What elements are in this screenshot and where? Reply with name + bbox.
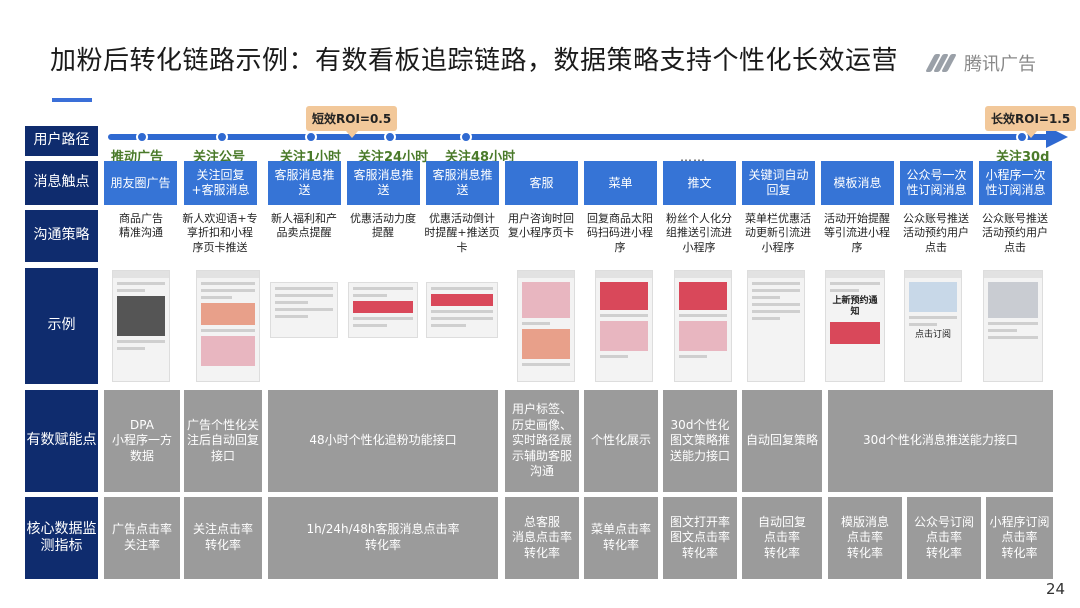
page-title: 加粉后转化链路示例：有数看板追踪链路，数据策略支持个性化长效运营 [50, 46, 899, 76]
row-label-strategy: 沟通策略 [25, 210, 98, 262]
touchpoint-article: 推文 [663, 161, 736, 205]
example-screenshot [747, 270, 805, 382]
metric-cs-push: 1h/24h/48h客服消息点击率 转化率 [268, 497, 498, 579]
example-screenshot [196, 270, 260, 382]
metric-menu: 菜单点击率 转化率 [584, 497, 658, 579]
timeline-arrow [108, 134, 1052, 140]
strategy-text: 回复商品太阳码扫码进小程序 [587, 212, 653, 254]
strategy-text: 用户咨询时回复小程序页卡 [508, 212, 574, 240]
page-number: 24 [1046, 580, 1066, 598]
example-screenshot [426, 282, 498, 338]
timeline-dot [384, 131, 396, 143]
metric-ad: 广告点击率 关注率 [104, 497, 180, 579]
metric-cs: 总客服 消息点击率 转化率 [505, 497, 579, 579]
example-screenshot [348, 282, 418, 338]
metric-article: 图文打开率 图文点击率 转化率 [663, 497, 737, 579]
example-screenshot [270, 282, 338, 338]
short-roi-badge: 短效ROI=0.5 [306, 106, 398, 138]
strategy-text: 活动开始提醒等引流进小程序 [824, 212, 890, 254]
enable-welcome: 广告个性化关注后自动回复接口 [184, 390, 262, 492]
example-screenshot: 上新预约通知 [825, 270, 885, 382]
metric-template: 模版消息 点击率 转化率 [828, 497, 902, 579]
touchpoint-cs-push-48h: 客服消息推送 [426, 161, 499, 205]
touchpoint-cs: 客服 [505, 161, 578, 205]
enable-menu: 个性化展示 [584, 390, 658, 492]
strategy-text: 公众账号推送活动预约用户点击 [903, 212, 969, 254]
example-screenshot: 点击订阅 [904, 270, 962, 382]
metric-follow: 关注点击率 转化率 [184, 497, 262, 579]
touchpoint-moments-ad: 朋友圈广告 [104, 161, 177, 205]
enable-dpa: DPA 小程序一方数据 [104, 390, 180, 492]
row-label-example: 示例 [25, 268, 98, 384]
tencent-ads-logo-icon [925, 52, 957, 74]
stage-ellipsis: …… [680, 150, 706, 164]
timeline-dot [216, 131, 228, 143]
metric-oa-subscribe: 公众号订阅 点击率 转化率 [907, 497, 981, 579]
strategy-text: 新人福利和产品卖点提醒 [271, 212, 337, 240]
notice-title: 上新预约通知 [832, 296, 878, 317]
touchpoint-cs-push-24h: 客服消息推送 [347, 161, 420, 205]
strategy-text: 菜单栏优惠活动更新引流进小程序 [745, 212, 811, 254]
touchpoint-template: 模板消息 [821, 161, 894, 205]
enable-48h: 48小时个性化追粉功能接口 [268, 390, 498, 492]
metric-mini-subscribe: 小程序订阅 点击率 转化率 [986, 497, 1053, 579]
strategy-text: 公众账号推送活动预约用户点击 [982, 212, 1048, 254]
enable-auto: 自动回复策略 [742, 390, 822, 492]
strategy-text: 优惠活动力度提醒 [350, 212, 416, 240]
row-label-enable: 有数赋能点 [25, 390, 98, 492]
touchpoint-keyword-reply: 关键词自动回复 [742, 161, 815, 205]
example-screenshot [983, 270, 1043, 382]
long-roi-badge: 长效ROI=1.5 [985, 106, 1077, 138]
touchpoint-menu: 菜单 [584, 161, 657, 205]
enable-cs: 用户标签、历史画像、实时路径展示辅助客服沟通 [505, 390, 579, 492]
row-label-path: 用户路径 [25, 126, 98, 156]
example-screenshot [595, 270, 653, 382]
example-screenshot [112, 270, 170, 382]
timeline-dot [305, 131, 317, 143]
touchpoint-oa-subscribe: 公众号一次性订阅消息 [900, 161, 973, 205]
row-label-touch: 消息触点 [25, 161, 98, 205]
brand-logo: 腾讯广告 [925, 50, 1036, 76]
row-label-metrics: 核心数据监测指标 [25, 497, 98, 579]
example-screenshot [517, 270, 575, 382]
metric-auto: 自动回复 点击率 转化率 [742, 497, 822, 579]
brand-name: 腾讯广告 [964, 54, 1036, 75]
touchpoint-follow-reply: 关注回复+客服消息 [184, 161, 257, 205]
click-subscribe-text: 点击订阅 [914, 330, 951, 340]
touchpoint-cs-push-1h: 客服消息推送 [268, 161, 341, 205]
example-screenshot [674, 270, 732, 382]
strategy-text: 优惠活动倒计时提醒+推送页卡 [424, 212, 500, 254]
strategy-text: 粉丝个人化分组推送引流进小程序 [666, 212, 732, 254]
touchpoint-mini-subscribe: 小程序一次性订阅消息 [979, 161, 1052, 205]
timeline-dot [460, 131, 472, 143]
strategy-text: 新人欢迎语+专享折扣和小程序页卡推送 [182, 212, 258, 254]
timeline-dot [136, 131, 148, 143]
enable-30d: 30d个性化消息推送能力接口 [828, 390, 1053, 492]
timeline-arrowhead [1046, 126, 1068, 148]
title-underline [52, 98, 92, 102]
enable-article: 30d个性化图文策略推送能力接口 [663, 390, 737, 492]
strategy-text: 商品广告 精准沟通 [119, 212, 163, 240]
